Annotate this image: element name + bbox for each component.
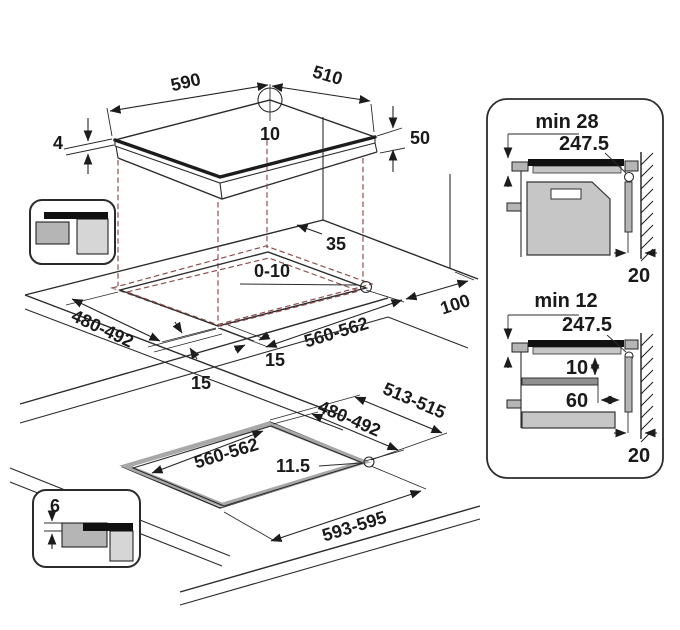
fixing-bracket <box>506 202 522 212</box>
drawer-below <box>521 411 616 429</box>
center-to-edge-label: 247.5 <box>562 314 612 336</box>
cutout-depth-label: 480-492 <box>68 306 136 352</box>
flush-cutout-depth-label: 480-492 <box>315 396 384 440</box>
side-margin-label: 15 <box>265 350 285 370</box>
fixing-bracket <box>506 399 522 409</box>
hob-width-dimension: 590 <box>106 69 269 137</box>
side-spacer <box>624 356 633 413</box>
shelf <box>521 377 599 386</box>
wall-gap-label: 20 <box>628 445 650 467</box>
hob-body-glyph <box>35 221 70 245</box>
worktop-section <box>624 160 639 172</box>
glass-thickness-dimension: 4 <box>53 118 115 174</box>
edge-gap-label: 0-10 <box>254 261 290 281</box>
side-distance-dimension: 100 <box>405 271 475 318</box>
flush-mount-inset-icon: 6 <box>32 489 141 568</box>
oven-below <box>526 181 611 256</box>
front-margin-dimension: 15 <box>147 321 223 393</box>
hob-width-label: 590 <box>169 69 203 95</box>
worktop-glyph <box>76 218 109 255</box>
cutout-depth-dimension: 480-492 <box>65 291 217 352</box>
glass-thickness-label: 4 <box>53 133 63 153</box>
rear-distance-label: 35 <box>326 234 346 254</box>
worktop-section <box>511 161 529 172</box>
min-thickness-label: min 28 <box>535 111 598 133</box>
hob-height-label: 50 <box>410 128 430 148</box>
side-spacer <box>624 181 633 233</box>
hob-glass-section <box>528 340 624 347</box>
hob-body-section <box>532 346 622 355</box>
shelf-clearance-label: 60 <box>566 390 588 412</box>
hob-body-section <box>532 165 622 174</box>
cutout-outline <box>117 251 369 327</box>
overlay-mount-inset-icon <box>29 199 116 265</box>
wall-hatching <box>640 333 654 443</box>
front-margin-label: 15 <box>191 373 211 393</box>
hob-height-dimension: 50 <box>376 106 430 172</box>
ledge-width-dimension: 593-595 <box>223 465 427 545</box>
worktop-section <box>511 342 529 353</box>
glass-glyph <box>83 523 133 531</box>
recess-depth-label: 6 <box>50 496 60 516</box>
rabbet-corner-marker <box>363 456 375 468</box>
side-section-panel: min 28 247.5 <box>486 98 664 479</box>
oven-vent <box>550 188 582 200</box>
side-distance-label: 100 <box>438 290 473 318</box>
rabbet-label: 11.5 <box>276 456 310 476</box>
hob-glass-section <box>528 159 624 166</box>
hob-hole-offset-label: 10 <box>260 124 280 144</box>
wall-gap-label: 20 <box>628 265 650 287</box>
worktop-section <box>624 339 639 350</box>
overlay-section: min 28 247.5 <box>503 111 657 287</box>
rabbet-dimension: 11.5 <box>276 456 362 476</box>
center-to-edge-label: 247.5 <box>559 133 609 155</box>
side-margin-dimension: 15 <box>219 324 285 370</box>
hob-depth-label: 510 <box>310 61 344 89</box>
worktop-cutout-view: 35 0-10 480-492 15 15 <box>24 117 479 431</box>
shelf-gap-label: 10 <box>566 357 588 379</box>
worktop-glyph <box>109 530 134 562</box>
flush-section: min 12 247.5 10 60 <box>503 290 657 467</box>
projection-lines <box>117 140 364 322</box>
min-thickness-label: min 12 <box>534 290 597 312</box>
edge-gap-dimension: 0-10 <box>239 261 373 294</box>
rear-distance-dimension: 35 <box>296 224 346 254</box>
glass-glyph <box>44 212 108 219</box>
ledge-depth-label: 513-515 <box>380 378 449 422</box>
hob-isometric-view: 10 590 510 4 50 <box>53 61 430 200</box>
